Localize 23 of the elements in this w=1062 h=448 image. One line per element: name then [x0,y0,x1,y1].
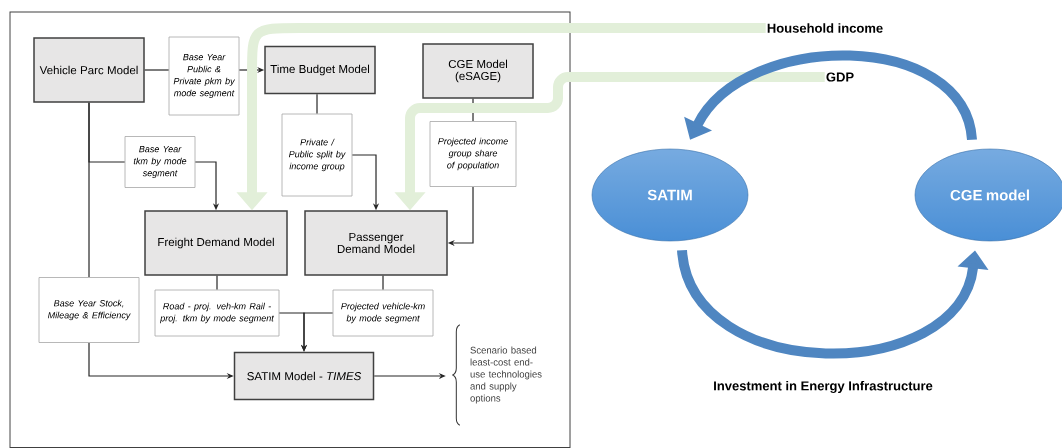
model-box: Passenger Demand Model [304,210,448,276]
flow-label: GDP [824,71,856,83]
connector-line [382,275,384,291]
data-box: Road - proj. veh-km Rail - proj. tkm by mode segment [154,289,280,337]
connector-line [472,98,474,122]
data-box: Base Year tkm by mode segment [124,136,196,188]
model-box: Vehicle Parc Model [33,37,145,103]
connector-line [316,93,318,115]
model-box: CGE Model (eSAGE) [422,43,534,99]
data-box: Private / Public split by income group [281,113,353,197]
connector-line [144,69,170,71]
note-text: Scenario based least-cost end-use technologies and supply options [470,346,542,404]
model-box: Time Budget Model [264,45,376,95]
connector-line [216,275,218,291]
data-box: Base Year Public & Private pkm by mode segment [168,36,240,116]
flow-label: Household income [765,22,885,34]
model-box: Freight Demand Model [144,210,288,276]
data-box: Projected income group share of population [429,121,517,187]
model-box: SATIM Model - TIMES [233,351,375,401]
flow-label: Investment in Energy Infrastructure [714,380,933,394]
data-box: Base Year Stock, Mileage & Efficiency [38,277,140,343]
data-box: Projected vehicle-km by mode segment [332,289,434,337]
connector-line [88,102,90,278]
